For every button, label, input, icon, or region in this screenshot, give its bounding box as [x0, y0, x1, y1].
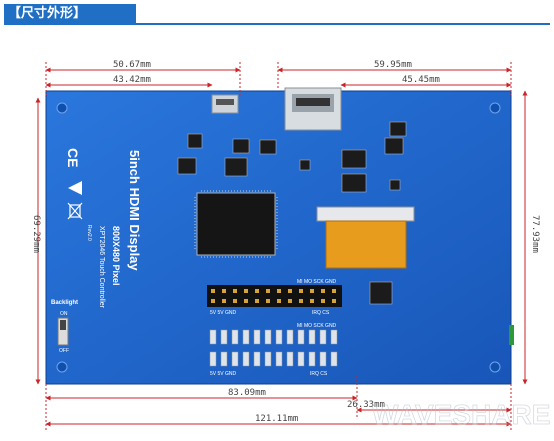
board-rev: Rev2.0 [86, 225, 92, 241]
main-ic-chip [196, 192, 276, 256]
dim-label-bottom-total: 121.11mm [255, 414, 298, 424]
warning-triangle-icon [68, 181, 82, 195]
mounting-holes [56, 102, 501, 373]
backlight-on-label: ON [60, 311, 68, 317]
fpc-connector [316, 206, 415, 222]
dim-label-top-right-inner: 45.45mm [402, 75, 440, 85]
dim-label-top-left-inner: 43.42mm [113, 75, 151, 85]
certification-icons: CE [65, 148, 83, 220]
pin-header-top [207, 285, 342, 307]
backlight-switch [57, 317, 69, 346]
silk-header2-irq-cs: IRQ CS [310, 371, 328, 377]
pin-header-bottom [209, 329, 338, 367]
watermark: WAVESHARE [372, 399, 550, 430]
board-touch-controller: XPT2046 Touch Controller [98, 226, 105, 309]
section-title: 【尺寸外形】 [4, 4, 136, 23]
dim-label-right-height: 77.93mm [530, 215, 540, 253]
board-resolution: 800X480 Pixel [111, 226, 121, 286]
silk-header-top-row-labels: MI MO SCK GND [297, 279, 337, 285]
silk-header2-top-labels: MI MO SCK GND [297, 323, 337, 329]
side-connector [509, 325, 514, 345]
ce-mark-icon: CE [65, 148, 81, 167]
backlight-label: Backlight [51, 300, 78, 306]
dim-label-bottom-left: 83.09mm [228, 388, 266, 398]
backlight-off-label: OFF [59, 348, 69, 354]
header-bar: 【尺寸外形】 [0, 0, 554, 26]
board-title: 5inch HDMI Display [127, 150, 142, 271]
silk-header2-5v-gnd: 5V 5V GND [210, 371, 237, 377]
dim-label-top-left-outer: 50.67mm [113, 60, 151, 70]
small-components [177, 121, 407, 305]
dim-label-top-right-outer: 59.95mm [374, 60, 412, 70]
dim-label-left-height: 69.29mm [31, 215, 41, 253]
weee-bin-icon [69, 204, 81, 218]
header-underline [4, 23, 550, 25]
silk-header-5v-gnd: 5V 5V GND [210, 310, 237, 316]
fpc-ribbon [325, 220, 407, 269]
silk-header-irq-cs: IRQ CS [312, 310, 330, 316]
dim-label-bottom-right: 26.33mm [347, 400, 385, 410]
